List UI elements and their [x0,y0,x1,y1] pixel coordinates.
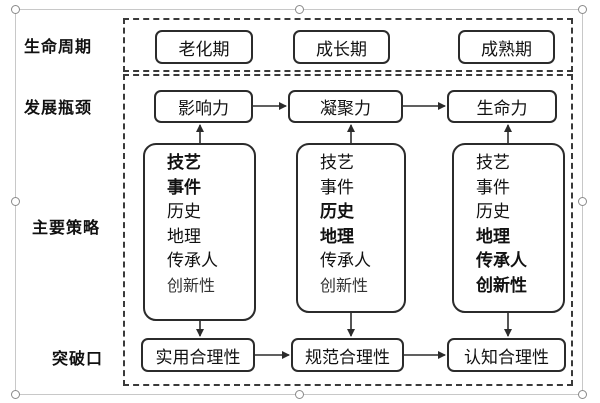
row-label-breakthrough: 突破口 [52,349,104,368]
lifecycle-group-frame [123,18,573,72]
resize-handle-top-center[interactable] [295,5,304,14]
strategy-item: 技艺 [320,153,354,173]
resize-handle-middle-left[interactable] [11,197,20,206]
strategy-item: 历史 [476,202,510,222]
resize-handle-top-right[interactable] [578,5,587,14]
strategy-box: 技艺 事件 历史 地理 传承人 创新性 [296,143,406,313]
strategy-item: 事件 [167,177,201,198]
strategy-item: 地理 [167,226,201,247]
bottleneck-box: 凝聚力 [288,90,403,123]
strategy-item: 传承人 [476,251,527,271]
row-label-lifecycle: 生命周期 [24,37,93,56]
row-label-strategy: 主要策略 [32,218,101,237]
bottleneck-box: 生命力 [447,90,557,123]
resize-handle-middle-right[interactable] [578,197,587,206]
stage-box: 成长期 [293,30,390,64]
stage-box: 成熟期 [458,30,555,64]
main-group-frame [123,74,573,386]
resize-handle-bottom-center[interactable] [295,390,304,399]
strategy-item: 传承人 [320,251,371,271]
resize-handle-bottom-left[interactable] [11,390,20,399]
strategy-item: 创新性 [167,275,216,295]
stage-box: 老化期 [155,30,253,64]
strategy-item: 地理 [320,226,354,247]
strategy-item: 技艺 [167,153,201,173]
strategy-box: 技艺 事件 历史 地理 传承人 创新性 [452,143,565,313]
resize-handle-top-left[interactable] [11,5,20,14]
breakthrough-box: 认知合理性 [447,338,566,372]
strategy-box: 技艺 事件 历史 地理 传承人 创新性 [143,143,256,321]
strategy-item: 创新性 [476,275,527,296]
row-label-bottleneck: 发展瓶颈 [24,98,93,117]
bottleneck-box: 影响力 [154,90,253,123]
strategy-item: 事件 [476,177,510,198]
strategy-item: 历史 [167,202,201,222]
breakthrough-box: 实用合理性 [141,338,255,372]
strategy-item: 传承人 [167,251,218,271]
strategy-item: 历史 [320,202,354,222]
strategy-item: 技艺 [476,153,510,173]
strategy-item: 事件 [320,177,354,198]
resize-handle-bottom-right[interactable] [578,390,587,399]
breakthrough-box: 规范合理性 [291,338,404,372]
strategy-item: 创新性 [320,275,369,295]
strategy-item: 地理 [476,226,510,247]
